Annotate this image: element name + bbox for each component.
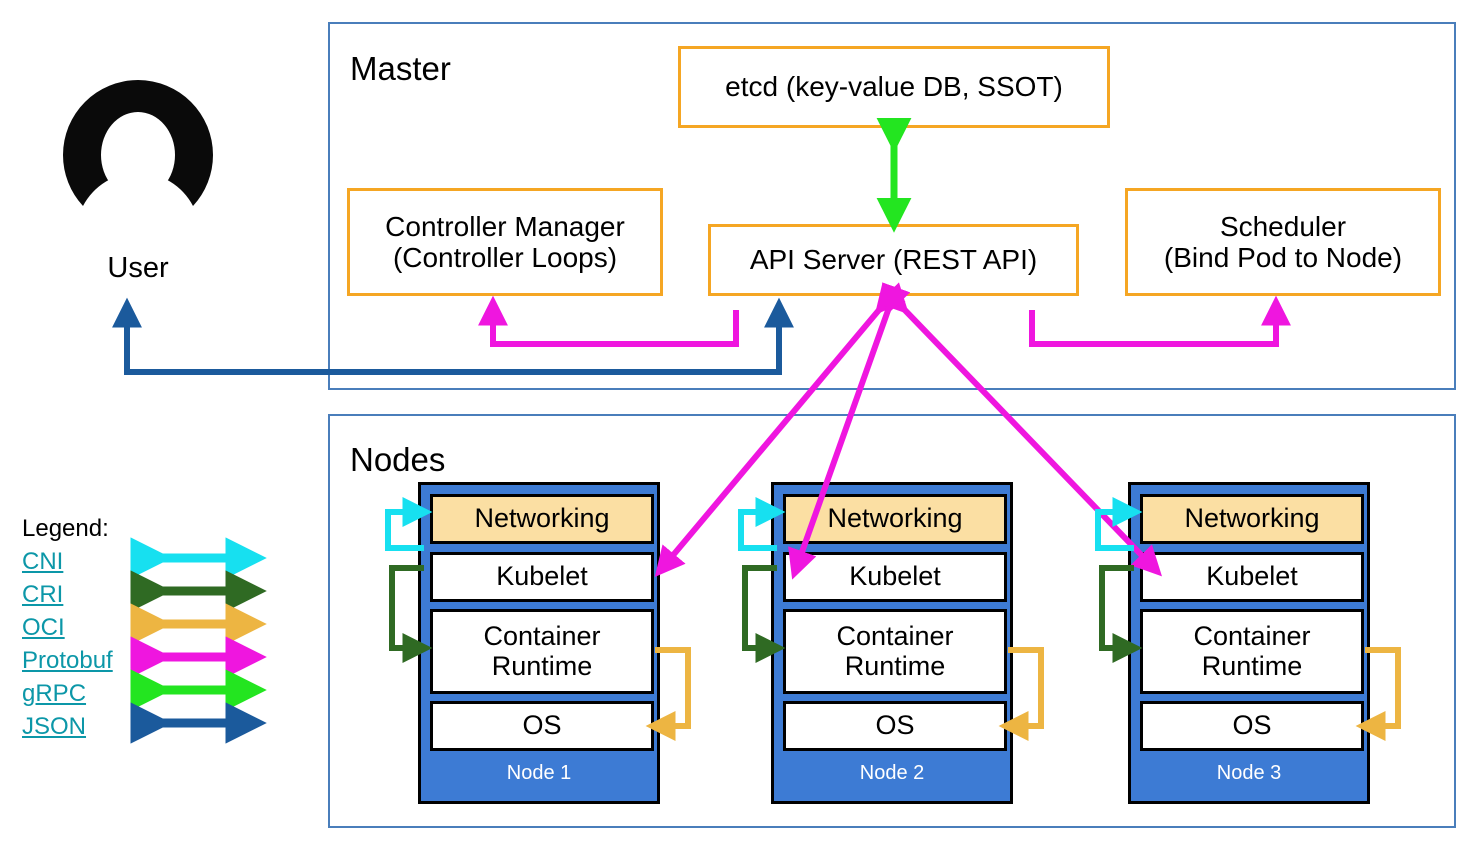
node-1-container-runtime-label: Container Runtime [483,620,601,681]
node-3-kubelet-label: Kubelet [1206,561,1298,592]
legend-link-cni[interactable]: CNI [22,548,64,575]
master-group-title: Master [350,50,451,87]
user-icon [62,80,213,206]
node-3-container-runtime-label: Container Runtime [1193,620,1311,681]
nodes-group-title: Nodes [350,441,446,478]
node-2-networking-label: Networking [827,503,963,534]
legend-title: Legend: [22,515,109,542]
node-3-name: Node 3 [1216,762,1282,784]
node-2-container-runtime-layer[interactable]: Container Runtime [783,609,1007,694]
node-2-name: Node 2 [859,762,925,784]
scheduler-label: Scheduler (Bind Pod to Node) [1163,210,1403,273]
api-server-label: API Server (REST API) [749,244,1038,276]
node-1-kubelet-label: Kubelet [496,561,588,592]
etcd-label: etcd (key-value DB, SSOT) [725,71,1063,103]
node-1-networking-label: Networking [474,503,610,534]
node-2-os-label: OS [875,710,915,741]
node-3-os-label: OS [1232,710,1272,741]
node-3-box[interactable]: Networking Kubelet Container Runtime OS … [1128,482,1370,804]
legend-link-oci[interactable]: OCI [22,614,65,641]
controller-manager-box[interactable]: Controller Manager (Controller Loops) [347,188,663,296]
node-1-name: Node 1 [506,762,572,784]
node-1-box[interactable]: Networking Kubelet Container Runtime OS … [418,482,660,804]
node-1-os-layer[interactable]: OS [430,701,654,751]
node-3-kubelet-layer[interactable]: Kubelet [1140,552,1364,602]
node-3-networking-layer[interactable]: Networking [1140,494,1364,544]
legend-link-protobuf[interactable]: Protobuf [22,647,113,674]
node-2-networking-layer[interactable]: Networking [783,494,1007,544]
node-2-box[interactable]: Networking Kubelet Container Runtime OS … [771,482,1013,804]
legend-link-cri[interactable]: CRI [22,581,64,608]
node-2-kubelet-label: Kubelet [849,561,941,592]
user-label: User [107,252,169,284]
node-2-kubelet-layer[interactable]: Kubelet [783,552,1007,602]
scheduler-box[interactable]: Scheduler (Bind Pod to Node) [1125,188,1441,296]
legend-link-json[interactable]: JSON [22,713,87,740]
node-1-networking-layer[interactable]: Networking [430,494,654,544]
legend-link-grpc[interactable]: gRPC [22,680,87,707]
node-2-container-runtime-label: Container Runtime [836,620,954,681]
node-1-kubelet-layer[interactable]: Kubelet [430,552,654,602]
node-3-networking-label: Networking [1184,503,1320,534]
node-2-os-layer[interactable]: OS [783,701,1007,751]
node-3-os-layer[interactable]: OS [1140,701,1364,751]
controller-manager-label: Controller Manager (Controller Loops) [385,210,625,273]
node-3-container-runtime-layer[interactable]: Container Runtime [1140,609,1364,694]
api-server-box[interactable]: API Server (REST API) [708,224,1079,296]
node-1-container-runtime-layer[interactable]: Container Runtime [430,609,654,694]
etcd-box[interactable]: etcd (key-value DB, SSOT) [678,46,1110,128]
node-1-os-label: OS [522,710,562,741]
